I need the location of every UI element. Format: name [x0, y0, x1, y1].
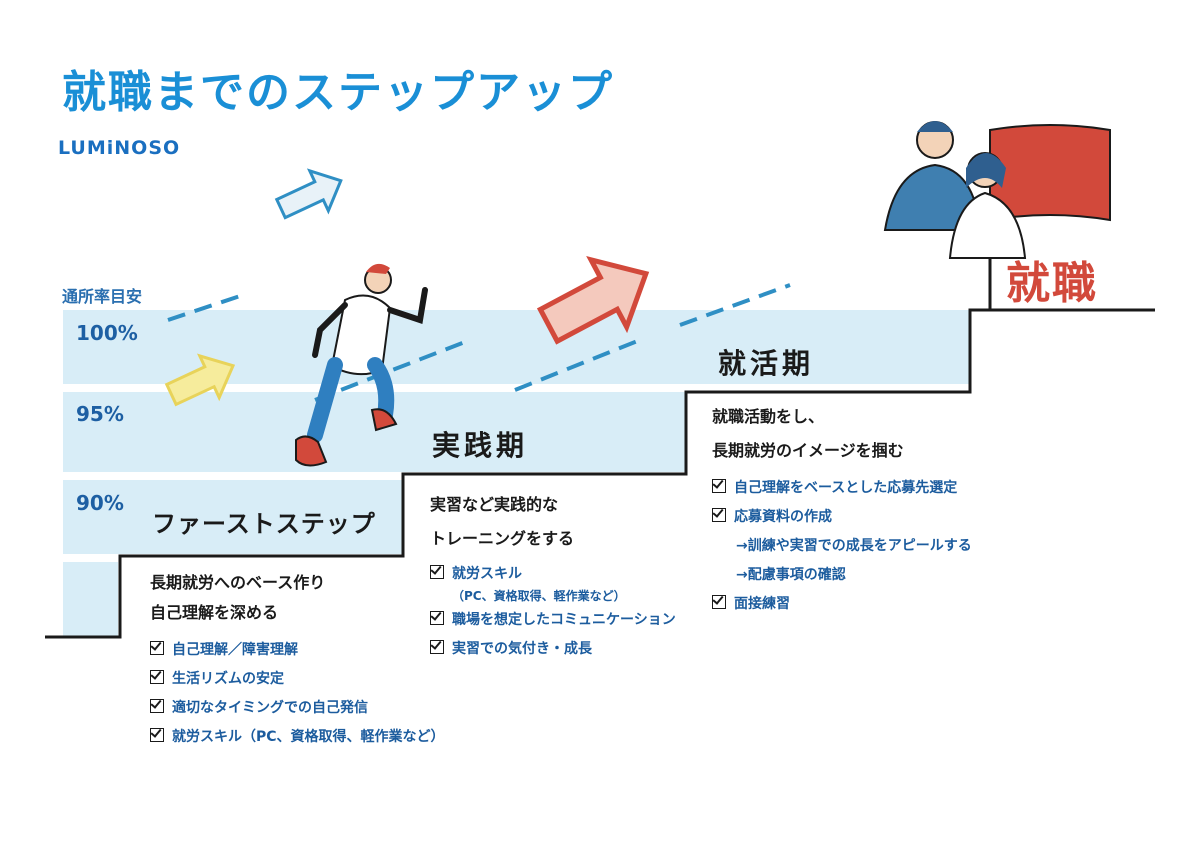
checkbox-icon	[150, 670, 164, 684]
stage-goal: 就職	[1006, 258, 1098, 309]
checkbox-icon	[712, 479, 726, 493]
practice-heading-1: 実習など実践的な	[430, 495, 559, 514]
checkbox-icon	[150, 699, 164, 713]
business-people-icon	[883, 121, 1027, 259]
first-item: 適切なタイミングでの自己発信	[150, 694, 445, 723]
job-arrow-line: →訓練や実習での成長をアピールする	[736, 538, 972, 554]
job-item: 応募資料の作成	[712, 503, 972, 532]
percent-100: 100%	[76, 321, 138, 345]
first-item: 生活リズムの安定	[150, 665, 445, 694]
checkbox-icon	[430, 640, 444, 654]
practice-item: 就労スキル	[430, 560, 676, 589]
checkbox-icon	[712, 595, 726, 609]
job-item: 自己理解をベースとした応募先選定	[712, 474, 972, 503]
arrow-red-icon	[536, 256, 650, 345]
stage-first: ファーストステップ	[152, 510, 376, 538]
practice-item: 職場を想定したコミュニケーション	[430, 606, 676, 635]
practice-item: 実習での気付き・成長	[430, 635, 676, 664]
runner-icon	[295, 263, 428, 467]
job-arrow-line: →配慮事項の確認	[736, 567, 846, 583]
first-item: 自己理解／障害理解	[150, 636, 445, 665]
percent-90: 90%	[76, 491, 124, 515]
flag-icon	[989, 124, 1111, 222]
band-low	[63, 562, 118, 637]
arrow-yellow-icon	[164, 353, 236, 407]
job-heading-2: 長期就労のイメージを掴む	[712, 441, 904, 460]
job-item: 面接練習	[712, 590, 972, 619]
checkbox-icon	[150, 728, 164, 742]
percent-95: 95%	[76, 402, 124, 426]
stage-practice: 実践期	[432, 429, 529, 462]
brand-logo: LUMiNOSO	[58, 137, 181, 159]
practice-heading-2: トレーニングをする	[430, 529, 575, 548]
job-hunting-block: 就職活動をし、 長期就労のイメージを掴む 自己理解をベースとした応募先選定 応募…	[712, 402, 972, 619]
step-mask	[120, 310, 1200, 849]
first-heading-2: 自己理解を深める	[150, 603, 279, 622]
arrow-blue-icon	[274, 168, 343, 220]
job-heading-1: 就職活動をし、	[712, 407, 825, 426]
first-item: 就労スキル（PC、資格取得、軽作業など）	[150, 723, 445, 752]
practice-sub: （PC、資格取得、軽作業など）	[452, 589, 626, 603]
checkbox-icon	[150, 641, 164, 655]
first-heading-1: 長期就労へのベース作り	[150, 573, 326, 592]
checkbox-icon	[430, 565, 444, 579]
rate-label: 通所率目安	[62, 287, 143, 306]
checkbox-icon	[430, 611, 444, 625]
practice-block: 実習など実践的な トレーニングをする 就労スキル （PC、資格取得、軽作業など）…	[430, 490, 676, 664]
stage-job-hunting: 就活期	[718, 347, 815, 380]
page-title: 就職までのステップアップ	[62, 67, 614, 118]
checkbox-icon	[712, 508, 726, 522]
first-block: 長期就労へのベース作り 自己理解を深める 自己理解／障害理解 生活リズムの安定 …	[150, 568, 445, 752]
staircase	[45, 308, 1155, 639]
